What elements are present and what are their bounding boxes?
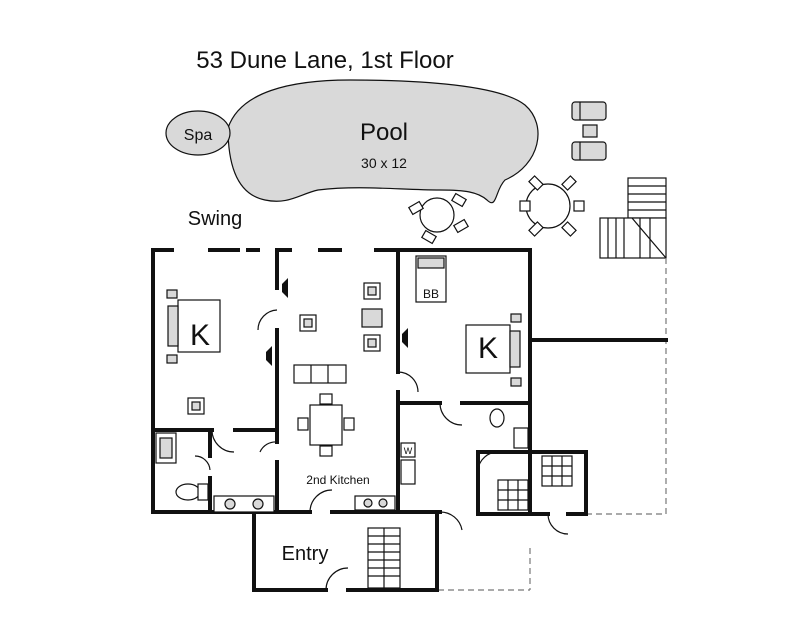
pool-size: 30 x 12: [361, 155, 407, 171]
kitchen: 2nd Kitchen: [293, 282, 396, 511]
bed-label-west: K: [190, 319, 210, 352]
deck-outline: [438, 258, 667, 591]
entry-label: Entry: [282, 543, 329, 565]
exterior-stairs: [599, 177, 667, 259]
patio-table-large: [519, 175, 585, 237]
patio-table-small: [407, 192, 470, 245]
king-bed-east: [465, 324, 511, 374]
spa-label: Spa: [184, 127, 213, 144]
kitchen-label: 2nd Kitchen: [306, 473, 369, 487]
swing-label: Swing: [188, 208, 242, 230]
bedroom-east: BB K: [415, 255, 522, 387]
entry: Entry: [282, 527, 401, 589]
pool-area: Spa Pool 30 x 12: [165, 79, 539, 204]
pool-shape: [227, 79, 539, 204]
dining-table: [309, 404, 343, 446]
bunk-label: BB: [423, 287, 439, 301]
walls: [151, 248, 668, 592]
plan-title: 53 Dune Lane, 1st Floor: [196, 47, 454, 74]
bed-label-east: K: [478, 332, 498, 365]
bath-east: W: [400, 408, 529, 485]
spa-shape: [165, 110, 231, 156]
pool-label: Pool: [360, 119, 408, 146]
tv-icons: [266, 278, 408, 366]
bedroom-west: K: [166, 289, 221, 415]
closet-tiles: [497, 455, 573, 511]
lounge-chairs: [571, 101, 607, 161]
door-swings: [194, 309, 569, 591]
sofa: [293, 364, 347, 384]
king-bed-west: [177, 299, 221, 353]
bath-west: [155, 432, 275, 513]
washer-label: W: [404, 446, 413, 456]
